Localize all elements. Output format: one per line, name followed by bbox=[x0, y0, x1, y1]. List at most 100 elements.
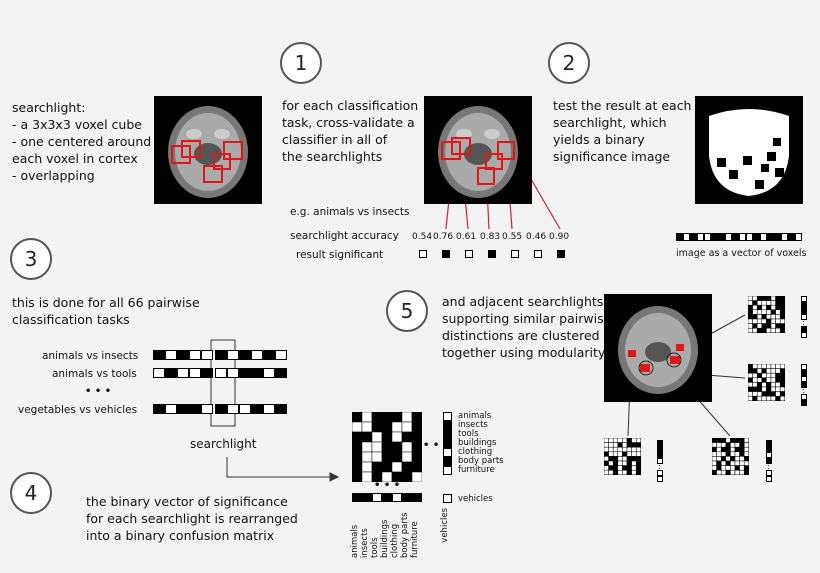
task-vector-cell bbox=[251, 350, 263, 360]
vehicles-cell bbox=[443, 494, 452, 503]
accuracy-label: searchlight accuracy bbox=[290, 230, 399, 242]
cluster-vector-cell: : bbox=[802, 318, 805, 327]
task-vector-cell bbox=[239, 350, 251, 360]
significance-cell bbox=[511, 250, 519, 258]
voxel-cell bbox=[732, 233, 739, 241]
cluster-vector-cell bbox=[801, 332, 807, 338]
vehicles-label: vehicles bbox=[458, 494, 493, 504]
cluster-vector-cell: : bbox=[658, 462, 661, 471]
voxel-cell bbox=[795, 233, 802, 241]
category-vector-cell bbox=[443, 439, 452, 448]
step-2-badge: 2 bbox=[548, 42, 590, 84]
category-x-label: insects bbox=[360, 528, 370, 558]
significance-cell bbox=[557, 250, 565, 258]
cluster-vector-cell bbox=[801, 400, 807, 406]
cluster-vector-cell bbox=[801, 382, 807, 388]
matrix-bottom-cell bbox=[412, 493, 422, 502]
category-legend-label: insects bbox=[458, 420, 488, 430]
step-3-badge: 3 bbox=[10, 238, 52, 280]
vehicles-x-label: vehicles bbox=[440, 508, 450, 543]
cluster-vector-cell: : bbox=[767, 462, 770, 471]
searchlight-label: searchlight bbox=[190, 437, 257, 451]
task-vector-cell bbox=[189, 368, 201, 378]
cluster-vector-cell bbox=[766, 446, 772, 452]
cluster-matrix-3 bbox=[603, 437, 642, 476]
task-vector-cell bbox=[227, 350, 239, 360]
task-vector-cell bbox=[165, 350, 177, 360]
accuracy-value: 0.83 bbox=[480, 232, 501, 242]
category-vector-cell bbox=[443, 421, 452, 430]
task-vector-cell bbox=[275, 350, 287, 360]
task-vector-cell bbox=[201, 350, 213, 360]
significance-cell bbox=[465, 250, 473, 258]
category-x-label: buildings bbox=[380, 519, 390, 558]
cluster-vector-cell bbox=[801, 376, 807, 382]
voxel-cell bbox=[676, 233, 683, 241]
cluster-vector-cell bbox=[766, 452, 772, 458]
task-vector-cell bbox=[227, 368, 239, 378]
task-vector-row bbox=[153, 350, 287, 360]
matrix-bottom-cell bbox=[362, 493, 372, 502]
voxel-cell bbox=[760, 233, 767, 241]
significance-image bbox=[695, 96, 803, 204]
task-vector-cell bbox=[165, 368, 177, 378]
significance-cell bbox=[534, 250, 542, 258]
task-ellipsis: • • • bbox=[85, 386, 112, 397]
voxel-cell bbox=[739, 233, 746, 241]
cluster-vector-cell bbox=[766, 458, 772, 464]
task-vector-row bbox=[153, 368, 287, 378]
category-legend-label: body parts bbox=[458, 456, 504, 466]
task-vector-cell bbox=[263, 404, 275, 414]
task-vector-cell bbox=[153, 350, 165, 360]
cluster-vector-cell bbox=[766, 470, 772, 476]
category-legend-label: animals bbox=[458, 411, 492, 421]
matrix-ellipsis-h: • • • bbox=[423, 440, 450, 451]
voxel-cell bbox=[767, 233, 774, 241]
significance-cell bbox=[488, 250, 496, 258]
category-x-label: clothing bbox=[390, 523, 400, 558]
significance-cell bbox=[442, 250, 450, 258]
category-vector-cell bbox=[443, 448, 452, 457]
matrix-bottom-cell bbox=[352, 493, 362, 502]
task-label-3: vegetables vs vehicles bbox=[18, 404, 138, 416]
cluster-matrix-2 bbox=[747, 363, 786, 402]
task-vector-cell bbox=[239, 404, 251, 414]
cluster-vector-cell bbox=[801, 296, 807, 302]
cluster-vector-cell bbox=[801, 364, 807, 370]
category-vector-cell bbox=[443, 457, 452, 466]
cluster-vector-cell bbox=[657, 470, 663, 476]
category-legend-label: tools bbox=[458, 429, 479, 439]
task-vector-cell bbox=[275, 404, 287, 414]
significance-cell bbox=[419, 250, 427, 258]
brain-image-classifier bbox=[424, 96, 532, 204]
voxel-cell bbox=[711, 233, 718, 241]
searchlight-description: searchlight: - a 3x3x3 voxel cube - one … bbox=[12, 100, 152, 183]
task-vector-cell bbox=[263, 368, 275, 378]
cluster-vector-cell bbox=[801, 314, 807, 320]
cluster-vector-cell bbox=[766, 476, 772, 482]
category-legend-label: buildings bbox=[458, 438, 497, 448]
matrix-bottom-cell bbox=[402, 493, 412, 502]
voxel-cell bbox=[690, 233, 697, 241]
step3-text: this is done for all 66 pairwise classif… bbox=[12, 295, 200, 327]
category-vector-cell bbox=[443, 430, 452, 439]
voxel-cell bbox=[746, 233, 753, 241]
category-legend-label: furniture bbox=[458, 465, 495, 475]
accuracy-value: 0.55 bbox=[502, 232, 523, 242]
task-vector-cell bbox=[177, 368, 189, 378]
task-vector-cell bbox=[215, 368, 227, 378]
cluster-vector-cell bbox=[801, 326, 807, 332]
cluster-vector-cell bbox=[657, 446, 663, 452]
cluster-vector-cell bbox=[657, 440, 663, 446]
brain-image-clusters bbox=[604, 294, 712, 402]
step5-text: and adjacent searchlights supporting sim… bbox=[442, 294, 612, 360]
task-vector-cell bbox=[189, 350, 201, 360]
matrix-bottom-cell bbox=[372, 493, 382, 502]
step2-text: test the result at each searchlight, whi… bbox=[553, 98, 692, 164]
task-vector-cell bbox=[189, 404, 201, 414]
cluster-vector-cell bbox=[657, 452, 663, 458]
voxel-cell bbox=[704, 233, 711, 241]
cluster-vector-cell bbox=[657, 476, 663, 482]
